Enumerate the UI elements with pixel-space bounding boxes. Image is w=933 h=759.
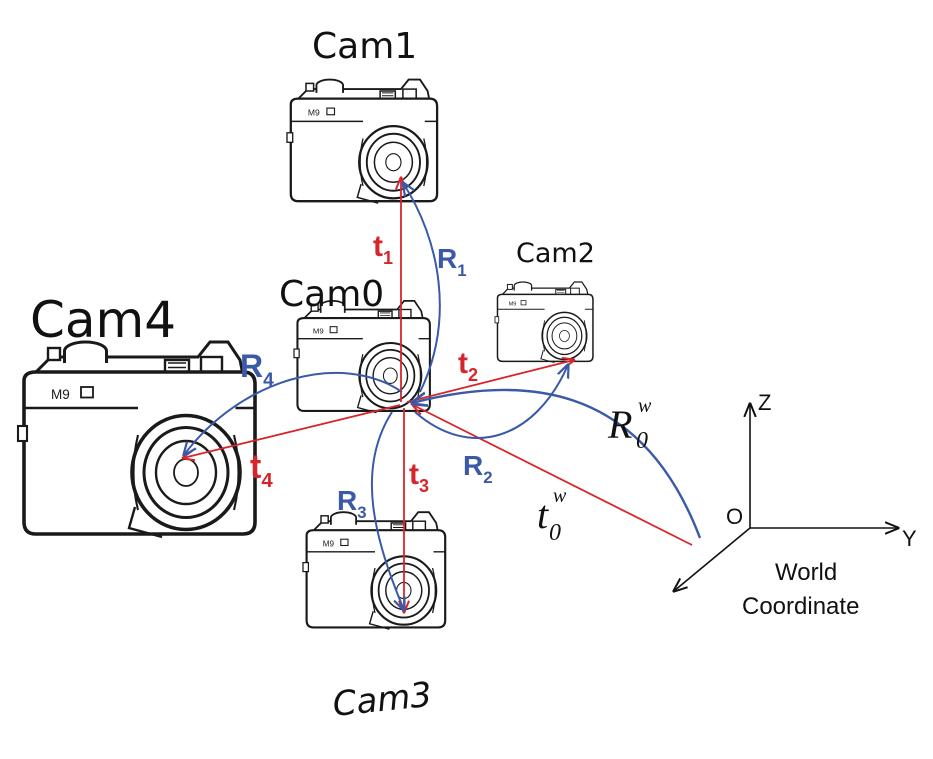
camera-1-drawing xyxy=(285,78,439,205)
camera-0-drawing xyxy=(292,299,431,414)
camera-2-drawing xyxy=(494,281,594,364)
z-axis-label: Z xyxy=(758,390,771,415)
camera-1-label: Cam1 xyxy=(312,26,417,67)
world-caption-line2: Coordinate xyxy=(742,593,859,620)
t2-label: t2 xyxy=(458,347,478,385)
t0w-label: t 0 w xyxy=(537,485,567,546)
y-axis-label: Y xyxy=(902,526,917,551)
r3-label: R3 xyxy=(337,485,367,522)
r0w-label: R 0 w xyxy=(607,395,652,454)
camera-2-label: Cam2 xyxy=(516,238,595,269)
origin-label: O xyxy=(726,504,743,529)
r2-label: R2 xyxy=(463,450,493,487)
rotation-curves xyxy=(184,183,702,610)
t2-arrow xyxy=(406,360,574,403)
camera-3-label: Cam3 xyxy=(331,675,434,725)
r1-label: R1 xyxy=(437,243,467,280)
t4-label: t4 xyxy=(250,448,273,492)
x-axis xyxy=(674,527,751,591)
camera-4-label: Cam4 xyxy=(30,291,176,349)
world-caption-line1: World xyxy=(775,559,837,586)
r3-curve xyxy=(370,411,404,610)
svg-text:0: 0 xyxy=(636,428,648,454)
t3-label: t3 xyxy=(409,458,429,496)
r4-label: R4 xyxy=(240,348,274,391)
world-axes xyxy=(674,404,898,591)
svg-text:t: t xyxy=(537,492,549,537)
svg-text:R: R xyxy=(607,402,632,447)
r0w-curve xyxy=(412,388,702,539)
camera-3-drawing xyxy=(301,511,447,631)
r4-curve xyxy=(184,371,403,455)
r2-curve xyxy=(414,365,568,439)
t1-label: t1 xyxy=(373,230,393,268)
r1-curve xyxy=(403,183,441,393)
camera-4-drawing xyxy=(16,340,257,539)
t0w-arrow xyxy=(413,405,693,546)
svg-text:w: w xyxy=(638,395,652,417)
translation-vectors xyxy=(183,178,693,612)
t4-arrow xyxy=(183,404,401,458)
svg-text:0: 0 xyxy=(549,520,561,546)
svg-text:w: w xyxy=(553,485,567,507)
camera-0-label: Cam0 xyxy=(279,274,384,315)
